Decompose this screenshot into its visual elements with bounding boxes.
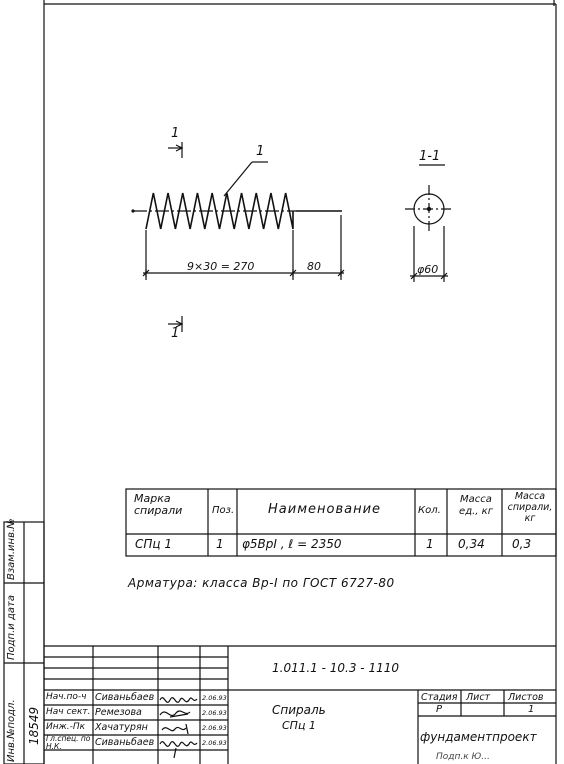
spiral-coil — [145, 192, 294, 230]
signer-name: Сиваньбаев — [95, 737, 155, 748]
signer-date: 2.06.93 — [202, 709, 227, 717]
td-spiral-mass: 0,3 — [512, 537, 532, 551]
leader-label: 1 — [256, 144, 265, 159]
stage-header: Стадия — [421, 692, 458, 703]
th-mark: Марка спирали — [134, 492, 183, 517]
dim-diameter: φ60 — [417, 263, 439, 276]
spec-table-frame — [125, 488, 557, 557]
stamp-inv-orig: Инв.№подл. — [6, 699, 17, 762]
td-unit-mass: 0,34 — [458, 537, 485, 551]
signer-role: Гл.спец. по Н.К. — [46, 734, 91, 751]
signer-name: Хачатурян — [95, 722, 148, 733]
th-spiral-mass: Масса спирали, кг — [507, 491, 553, 524]
signer-date: 2.06.93 — [202, 739, 227, 747]
section-title: 1-1 — [419, 149, 441, 164]
signer-role: Нач.по-ч — [46, 692, 87, 702]
td-pos: 1 — [216, 537, 224, 551]
signer-name: Ремезова — [95, 707, 142, 718]
document-code: 1.011.1 - 10.3 - 1110 — [272, 661, 399, 675]
signature-1 — [159, 697, 198, 703]
th-qty: Кол. — [418, 505, 441, 516]
cut-label-bottom: 1 — [171, 326, 180, 341]
organization-name: фундаментпроект — [420, 730, 537, 744]
td-name: φ5ВрI , ℓ = 2350 — [242, 537, 342, 551]
signer-role: Инж.-Пк — [46, 722, 86, 732]
signature-2 — [159, 710, 191, 718]
cut-label-top: 1 — [171, 126, 180, 141]
th-pos: Поз. — [212, 505, 235, 516]
section-center-dot — [426, 206, 432, 212]
reinforcement-note: Арматура: класса Вр-I по ГОСТ 6727-80 — [128, 576, 395, 590]
sheet-header: Лист — [466, 692, 491, 703]
signer-date: 2.06.93 — [202, 724, 227, 732]
signature-4 — [159, 741, 198, 759]
dim-coil-length: 9×30 = 270 — [187, 260, 255, 273]
stage-value: Р — [436, 704, 443, 715]
td-mark: СПц 1 — [135, 537, 173, 551]
sheets-value: 1 — [528, 704, 535, 715]
dim-tail-length: 80 — [307, 260, 321, 273]
stamp-inv-number: 18549 — [27, 706, 41, 745]
signature-3 — [161, 723, 189, 735]
signer-role: Нач сект. — [46, 707, 91, 717]
sheets-header: Листов — [508, 692, 544, 703]
signer-date: 2.06.93 — [202, 694, 227, 702]
td-qty: 1 — [426, 537, 434, 551]
drawing-subtitle: СПц 1 — [282, 719, 316, 732]
drawing-title: Спираль — [272, 703, 326, 717]
footer-note: Подп.к Ю... — [436, 752, 490, 762]
th-unit-mass: Масса ед., кг — [459, 494, 493, 517]
signer-name: Сиваньбаев — [95, 692, 155, 703]
stamp-sign-date: Подп.и дата — [6, 595, 17, 660]
th-name: Наименование — [268, 502, 382, 517]
stamp-replace-inv: Взам.инв.№ — [6, 518, 17, 580]
